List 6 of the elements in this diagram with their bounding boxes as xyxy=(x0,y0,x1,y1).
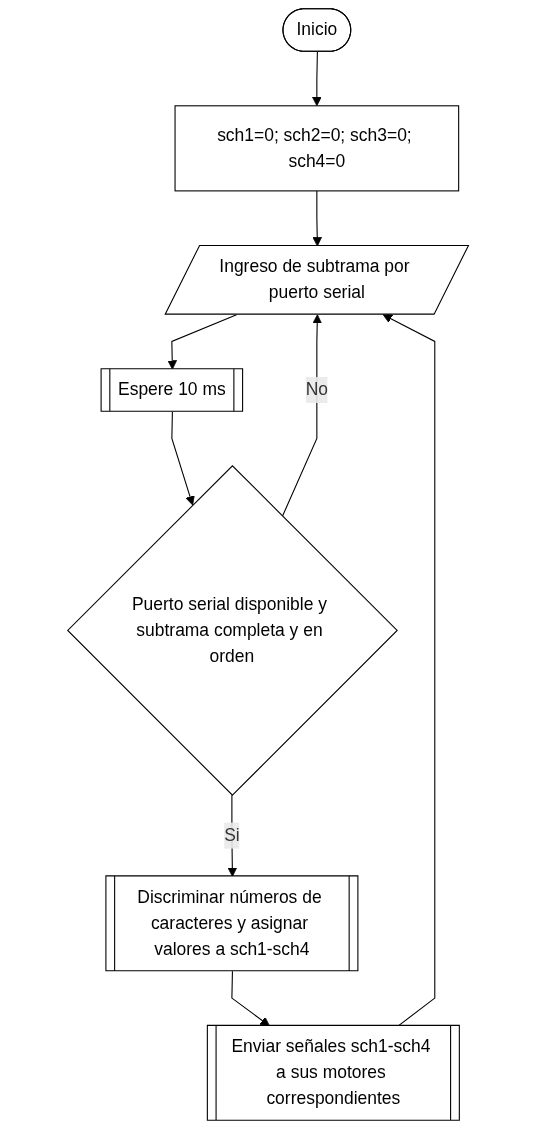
arrow xyxy=(171,411,195,506)
edge-label: No xyxy=(305,380,328,399)
node-box: sch1=0; sch2=0; sch3=0; sch4=0 xyxy=(174,105,460,192)
node-diamond: Puerto serial disponible y subtrama completa y en orden xyxy=(66,465,398,796)
edge-label: Si xyxy=(224,825,240,845)
arrow xyxy=(311,51,322,107)
